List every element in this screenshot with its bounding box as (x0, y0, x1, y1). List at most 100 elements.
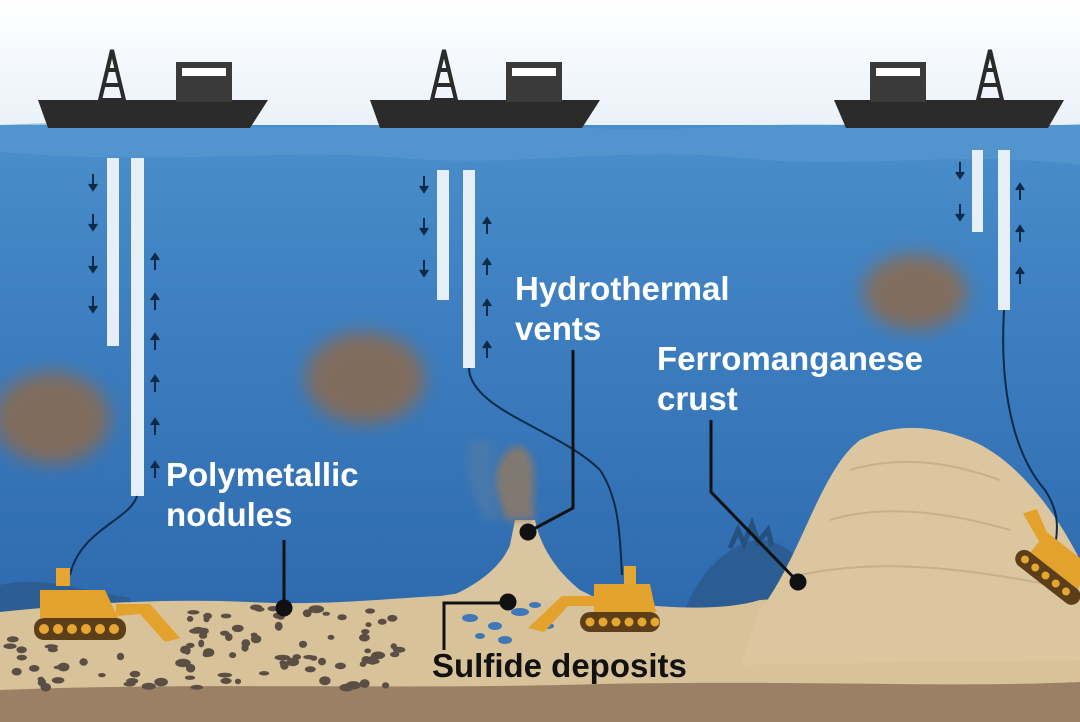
nodule (292, 654, 302, 660)
hydrothermal-vents-label: Hydrothermal vents (515, 269, 730, 349)
nodule (123, 681, 136, 687)
mound-texture (799, 460, 1051, 586)
drilling-derrick-icon (97, 49, 127, 102)
nodule (365, 658, 380, 665)
nodule (319, 676, 331, 686)
nodule (141, 682, 156, 690)
nodule (231, 624, 244, 633)
drilling-derrick-icon (975, 49, 1005, 102)
nodule (203, 648, 215, 657)
nodule (11, 667, 22, 676)
nodule (286, 657, 300, 667)
nodule (184, 675, 196, 680)
nodule (16, 646, 27, 654)
nodule (250, 604, 263, 611)
nodule (3, 643, 17, 649)
sulfide-stones (462, 602, 554, 644)
nodule (279, 660, 286, 666)
nodule (387, 614, 398, 622)
sulfide-deposits-label: Sulfide deposits (432, 647, 687, 684)
nodule (337, 614, 347, 621)
ferromanganese-crust-label: Ferromanganese crust (657, 339, 923, 419)
nodule (180, 645, 191, 654)
coral-outcrop (727, 516, 775, 551)
nodule (327, 634, 335, 640)
nodule (234, 678, 242, 685)
sulfide-leader (442, 601, 508, 650)
sea-surface-band (0, 122, 1080, 165)
nodule (298, 640, 308, 648)
nodule (390, 643, 397, 650)
nodule (308, 605, 325, 614)
nodule (377, 618, 387, 625)
vent-plume-shadow (466, 440, 500, 520)
flow-arrows (88, 162, 1025, 478)
riser-pipe-icon (107, 150, 1010, 496)
nodule (203, 615, 210, 623)
nodule (51, 677, 65, 684)
ship-icon (370, 49, 600, 128)
nodule (274, 621, 283, 631)
nodule (175, 658, 191, 668)
nodule (189, 628, 203, 634)
nodule (186, 615, 194, 622)
nodule (186, 642, 195, 649)
hydrothermal-label-line2: vents (515, 310, 602, 347)
nodules-leader-dot (275, 599, 293, 617)
nodule (79, 658, 88, 666)
nodule (250, 634, 262, 644)
nodule (318, 657, 326, 666)
nodule (98, 673, 106, 678)
nodule (390, 651, 400, 658)
ferro-label-line2: crust (657, 380, 738, 417)
nodule (198, 632, 208, 639)
ship-icon (38, 49, 268, 128)
nodule (44, 644, 59, 649)
seabed-substrate (0, 682, 1080, 722)
nodule (220, 630, 230, 636)
hydrothermal-label-line1: Hydrothermal (515, 270, 730, 307)
mining-crawler-icon (34, 568, 180, 642)
hydrothermal-leader-dot (519, 523, 537, 541)
nodule (359, 679, 370, 688)
vent-chimney (440, 520, 600, 600)
nodule (365, 608, 376, 614)
nodule (302, 609, 312, 618)
ship-icon (834, 49, 1064, 128)
nodule (57, 662, 70, 672)
nodule (371, 651, 386, 660)
nodule (220, 677, 232, 685)
hydrothermal-leader (527, 350, 575, 534)
mining-crawler-icon (1015, 508, 1080, 605)
nodule (241, 643, 249, 652)
nodule (274, 654, 291, 661)
nodule (217, 672, 232, 678)
nodule (334, 662, 346, 670)
nodule (322, 611, 331, 616)
nodule (229, 652, 237, 659)
ferro-leader (709, 420, 800, 584)
nodule (339, 683, 354, 692)
nodule (361, 629, 370, 635)
sediment-plume (305, 332, 425, 424)
nodule (220, 613, 232, 619)
poly-label-line1: Polymetallic (166, 456, 359, 493)
ferro-leader-dot (789, 573, 807, 591)
sediment-plume (863, 254, 967, 330)
riser-hose (1002, 309, 1058, 541)
sulfide-leader-dot (499, 593, 517, 611)
nodule (198, 639, 205, 648)
nodule (116, 652, 125, 661)
nodule (6, 636, 19, 643)
nodule (382, 682, 390, 689)
nodule (358, 633, 370, 642)
nodule (28, 665, 40, 672)
ferromanganese-mound (740, 427, 1080, 665)
polymetallic-nodules-label: Polymetallic nodules (166, 455, 359, 535)
nodule (365, 622, 372, 628)
nodule (154, 677, 168, 687)
nodule (304, 666, 316, 673)
vent-plume (495, 446, 535, 520)
riser-hose (468, 367, 623, 576)
